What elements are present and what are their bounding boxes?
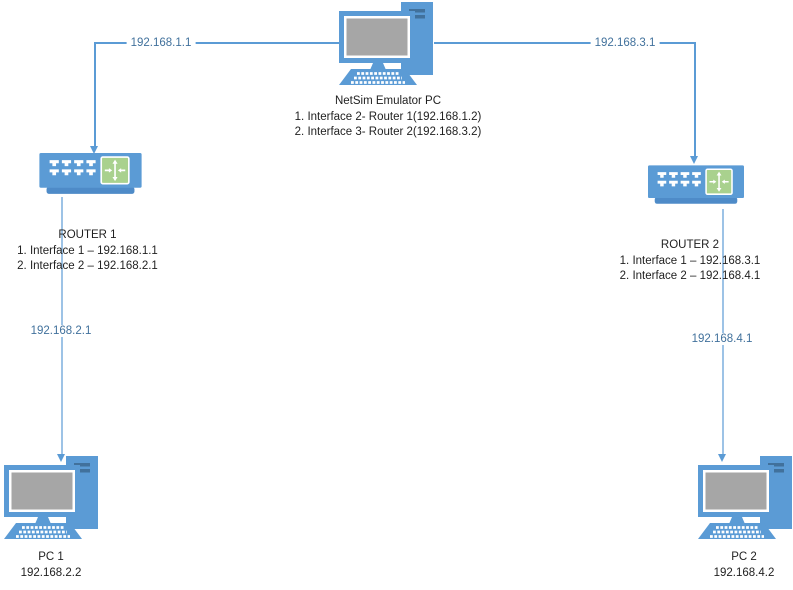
arrowhead-down-icon [690,156,698,164]
arrowhead-down-icon [90,146,98,154]
edge-label-192-168-2-1: 192.168.2.1 [26,325,96,337]
desktop-pc-icon [4,456,98,539]
edge-emulator-router1-horizontal [95,42,340,44]
node-title: ROUTER 1 [58,229,117,241]
node-title: NetSim Emulator PC [334,95,442,107]
node-detail-line: 1. Interface 1 – 192.168.1.1 [17,244,158,257]
arrowhead-down-icon [718,454,726,462]
edge-emulator-router1-vertical [94,42,96,147]
node-ip: 192.168.2.2 [20,566,82,579]
edge-label-192-168-4-1: 192.168.4.1 [687,333,757,345]
emulator-label-block: NetSim Emulator PC 1. Interface 2- Route… [188,94,588,141]
desktop-pc-icon [698,456,792,539]
router-ports [657,172,701,187]
routing-arrows-icon [705,168,733,195]
router-icon [39,153,142,194]
arrowhead-down-icon [57,454,65,462]
node-detail-line: 2. Interface 2 – 192.168.4.1 [619,270,761,282]
edge-router2-pc2-vertical [722,209,724,455]
node-ip: 192.168.4.2 [713,566,775,579]
routing-arrows-icon [100,156,130,185]
desktop-pc-icon [339,2,433,85]
node-detail-line: 2. Interface 2 – 192.168.2.1 [17,260,158,272]
node-detail-line: 1. Interface 1 – 192.168.3.1 [619,254,761,267]
router2-label-block: ROUTER 2 1. Interface 1 – 192.168.3.1 2.… [602,238,778,285]
node-title: PC 1 [38,551,64,563]
pc1-label-block: PC 1 192.168.2.2 [1,550,101,581]
node-detail-line: 2. Interface 3- Router 2(192.168.3.2) [294,126,482,138]
edge-emulator-router2-vertical [694,42,696,157]
node-title: ROUTER 2 [660,239,720,251]
edge-label-192-168-1-1: 192.168.1.1 [126,37,196,49]
router-icon [648,165,744,204]
router1-label-block: ROUTER 1 1. Interface 1 – 192.168.1.1 2.… [0,228,175,275]
node-detail-line: 1. Interface 2- Router 1(192.168.1.2) [294,110,482,123]
edge-emulator-router2-horizontal [434,42,695,44]
edge-label-192-168-3-1: 192.168.3.1 [590,37,660,49]
pc2-label-block: PC 2 192.168.4.2 [694,550,793,581]
node-title: PC 2 [731,551,757,563]
router-ports [49,160,96,176]
